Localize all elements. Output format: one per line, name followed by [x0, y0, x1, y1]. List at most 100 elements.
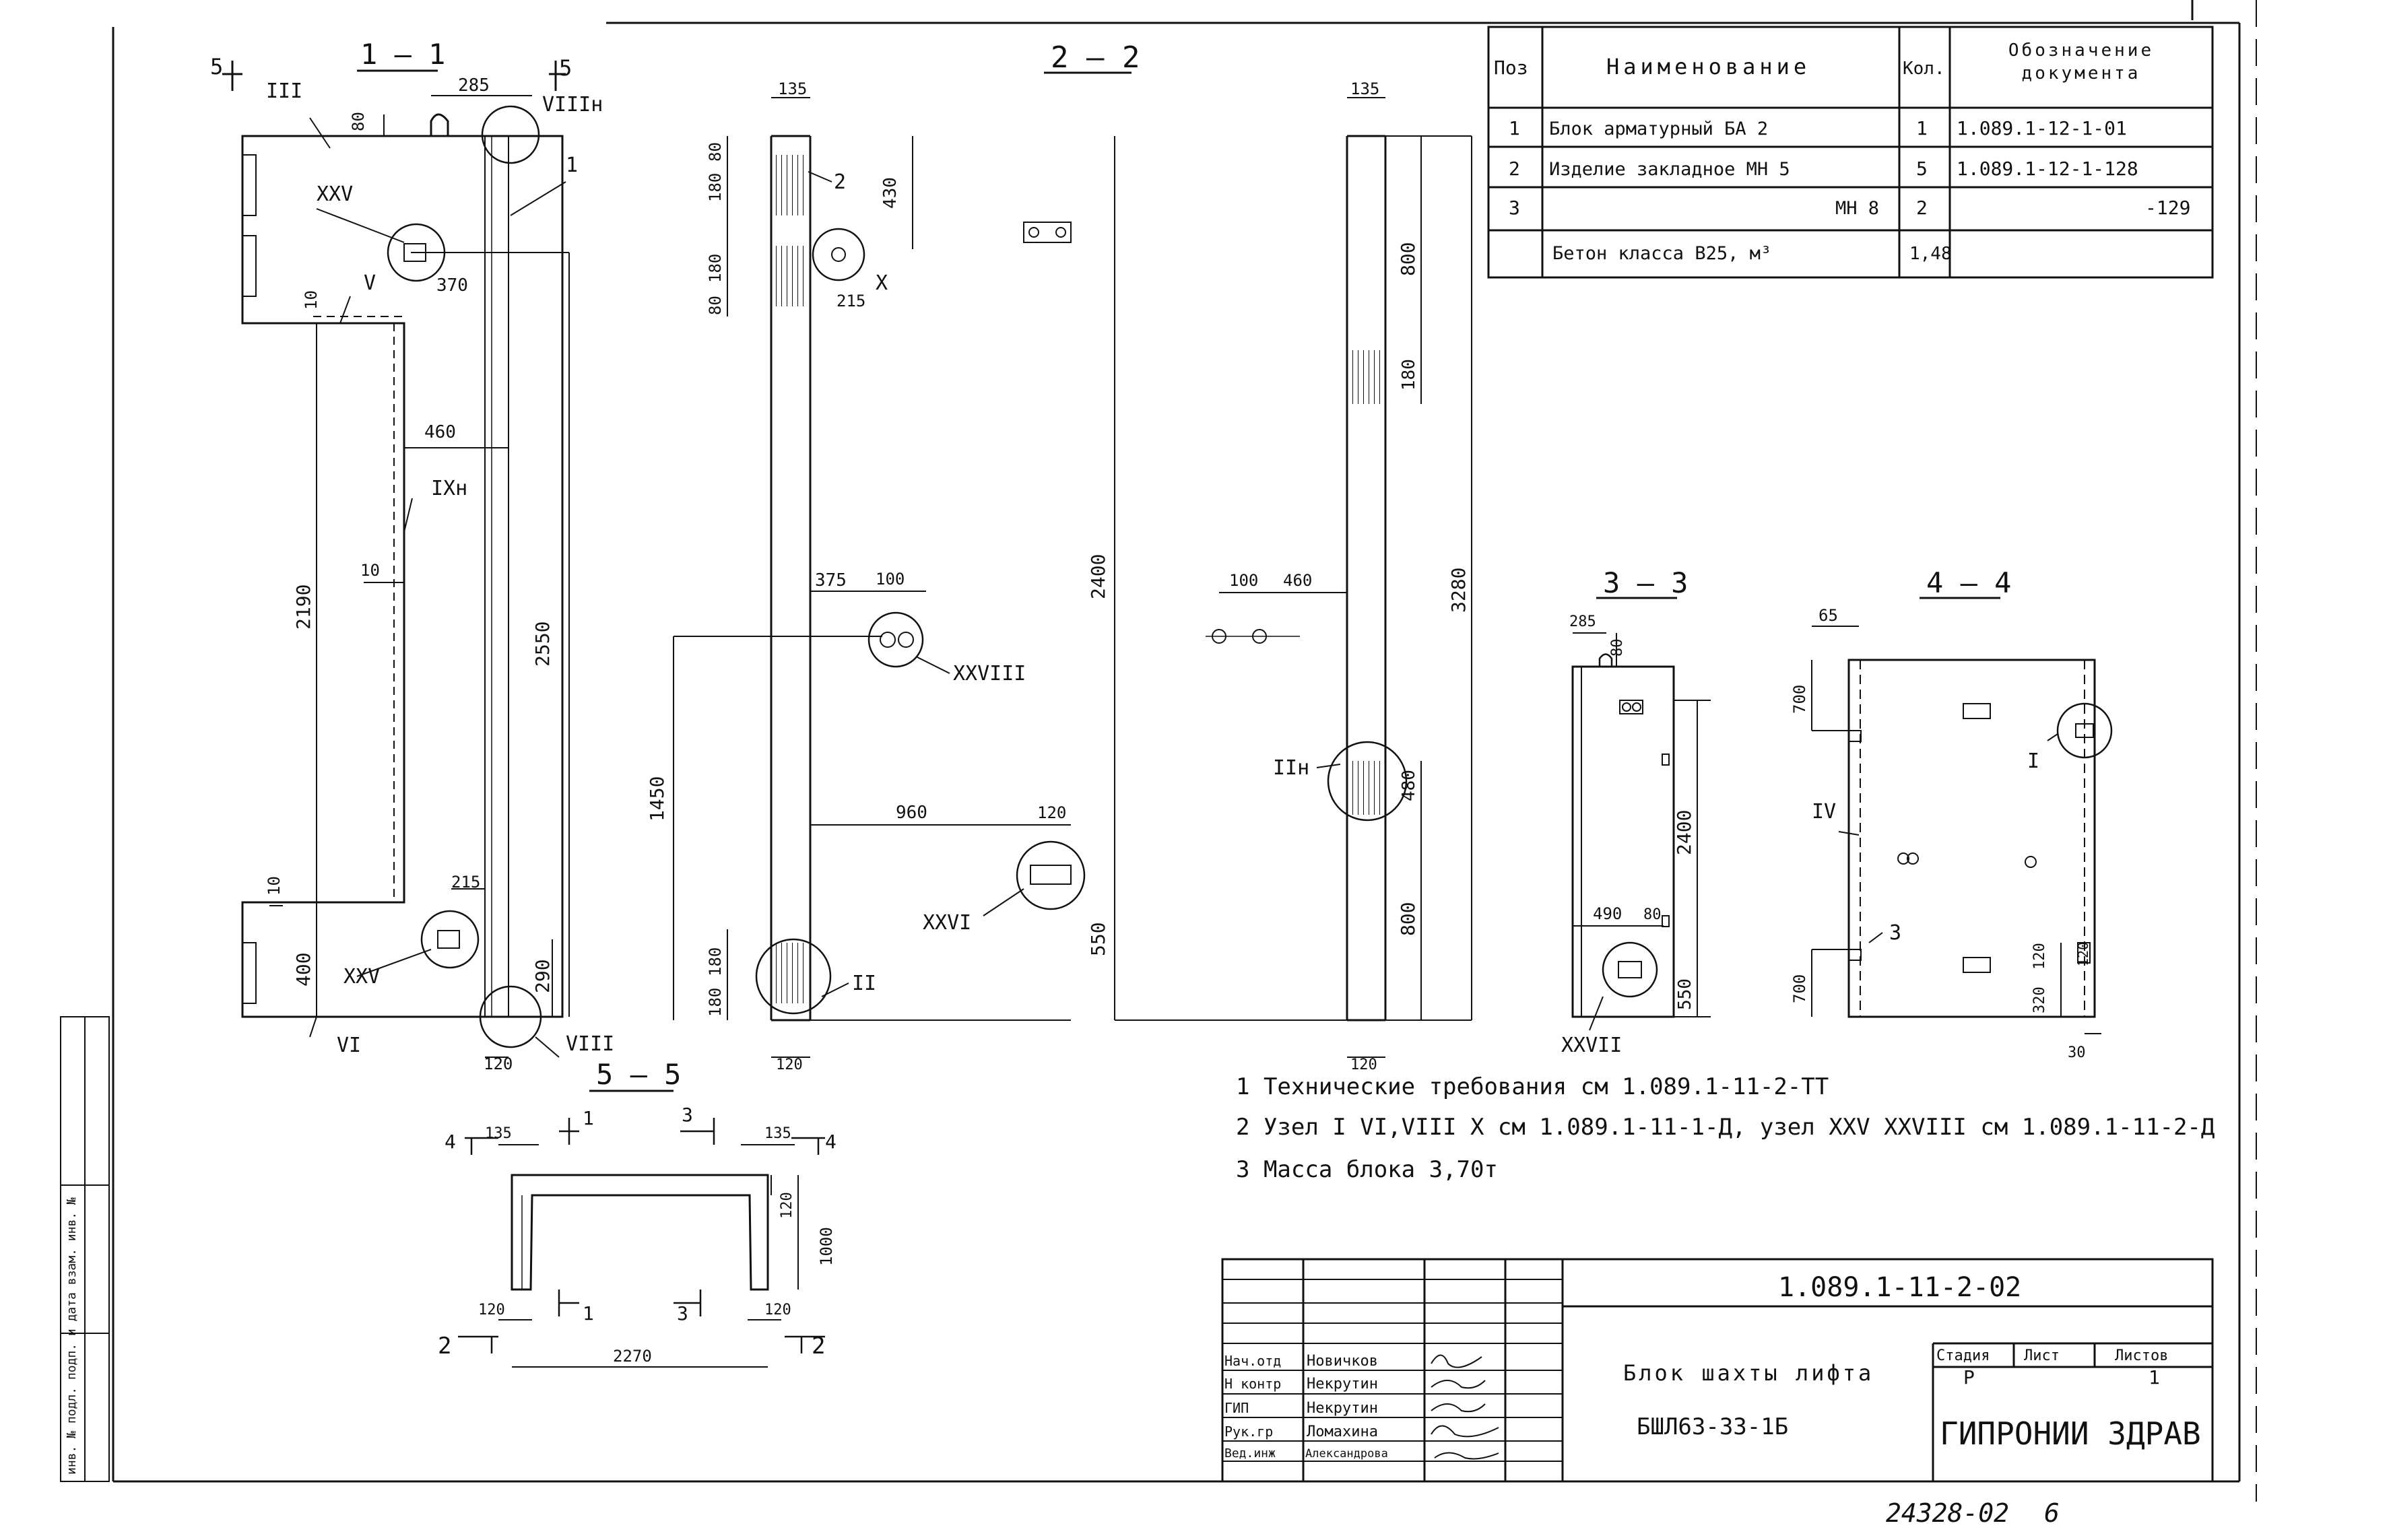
dim-215-a: 215: [451, 873, 480, 892]
dim-320: 320: [2031, 986, 2048, 1013]
name-4: Ломахина: [1307, 1424, 1378, 1440]
dim-120-b: 120: [1037, 803, 1066, 822]
dim-180-d: 180: [706, 988, 725, 1017]
dim-370: 370: [436, 275, 468, 296]
dim-2190: 2190: [292, 584, 315, 630]
cut-mark-3-top: 3: [682, 1104, 693, 1126]
dim-120-c: 120: [776, 1057, 803, 1073]
callout-XXVII: XXVII: [1561, 1034, 1622, 1057]
archive-number: 24328-02: [1886, 1498, 2009, 1528]
name-2: Некрутин: [1307, 1376, 1378, 1393]
dim-80-e: 80: [1643, 906, 1662, 923]
dim-285-b: 285: [1569, 613, 1596, 630]
callout-XXV: XXV: [317, 182, 353, 206]
role-5: Вед.инж: [1224, 1446, 1276, 1461]
dim-135-c: 135: [485, 1125, 512, 1142]
dim-400: 400: [292, 952, 315, 986]
dim-490: 490: [1593, 904, 1622, 923]
dim-430: 430: [880, 177, 900, 209]
side-stamp-text: инв. № подл. подп. и дата взам. инв. №: [65, 1197, 79, 1475]
dim-180-c: 180: [706, 947, 725, 976]
dim-550-a: 550: [1087, 922, 1109, 956]
spec-row3-name: МН 8: [1835, 198, 1879, 219]
dim-100-b: 100: [1229, 571, 1258, 590]
dim-2400-a: 2400: [1087, 554, 1109, 599]
section-title-2-2: 2 — 2: [1051, 40, 1140, 75]
dim-1450: 1450: [646, 776, 668, 822]
dim-700-a: 700: [1790, 685, 1809, 714]
dim-30: 30: [2068, 1044, 2086, 1061]
dim-120-g: 120: [779, 1192, 795, 1219]
cut-mark-5-left: 5: [210, 54, 223, 79]
dim-135-d: 135: [764, 1125, 791, 1142]
callout-VIIIn: VIIIн: [542, 93, 603, 116]
dim-10-a: 10: [302, 290, 321, 310]
dim-700-b: 700: [1790, 974, 1809, 1003]
spec-row4-qty: 1,48: [1909, 244, 1952, 264]
note-2: 2 Узел I VI,VIII X см 1.089.1-11-1-Д, уз…: [1236, 1114, 2215, 1141]
dim-460-a: 460: [424, 422, 456, 442]
callout-V: V: [364, 271, 376, 295]
cut-mark-2-left: 2: [438, 1333, 451, 1360]
title-line-2: БШЛ63-33-1Б: [1637, 1413, 1788, 1440]
dim-180-b: 180: [706, 254, 725, 283]
sheets-label: Листов: [2115, 1347, 2168, 1364]
cut-mark-3-bot: 3: [677, 1302, 688, 1325]
callout-I: I: [2027, 749, 2039, 773]
callout-X: X: [876, 271, 888, 295]
callout-XXVIII: XXVIII: [953, 662, 1026, 685]
pos-1: 1: [566, 154, 578, 177]
dim-80-a: 80: [349, 112, 368, 131]
section-4-4: 4 — 4 65 700 700 120 320 120: [1790, 566, 2113, 1061]
dim-100-a: 100: [876, 570, 905, 589]
spec-row3-doc: -129: [2145, 197, 2190, 219]
role-2: Н контр: [1224, 1376, 1281, 1392]
callout-IXn: IXн: [431, 477, 467, 500]
page-number: 6: [2044, 1498, 2060, 1528]
name-5: Александрова: [1305, 1447, 1388, 1461]
sheets-value: 1: [2149, 1366, 2160, 1388]
stage-value: Р: [1963, 1366, 1975, 1388]
spec-row4-name: Бетон класса В25, м³: [1552, 243, 1771, 264]
dim-10-b: 10: [360, 561, 380, 580]
section-3-3: 3 — 3 285 80 2400 490 80 550 XXVII: [1561, 566, 1711, 1057]
org-name: ГИПРОНИИ ЗДРАВ: [1940, 1415, 2201, 1452]
dim-180-a: 180: [706, 173, 725, 202]
dim-10-c: 10: [265, 876, 284, 896]
sheet-label: Лист: [2024, 1347, 2060, 1364]
dim-180-e: 180: [1399, 359, 1419, 391]
callout-IIn: IIн: [1273, 756, 1309, 780]
dim-1000: 1000: [817, 1227, 836, 1266]
dim-120-h: 120: [478, 1302, 505, 1318]
dim-800-b: 800: [1397, 902, 1419, 936]
spec-row1-doc: 1.089.1-12-1-01: [1957, 117, 2127, 139]
dim-285-a: 285: [458, 75, 490, 96]
dim-120-e: 120: [2031, 943, 2048, 970]
section-title-4-4: 4 — 4: [1926, 566, 2011, 599]
dim-65: 65: [1818, 606, 1838, 625]
cut-mark-1-top: 1: [583, 1107, 594, 1129]
dim-80-c: 80: [706, 296, 725, 315]
name-1: Новичков: [1307, 1353, 1378, 1370]
dim-375: 375: [815, 570, 847, 591]
callout-III: III: [266, 79, 302, 103]
pos-3: 3: [1889, 921, 1901, 945]
stage-label: Стадия: [1936, 1347, 1990, 1364]
role-1: Нач.отд: [1224, 1353, 1281, 1369]
dim-80-d: 80: [1609, 639, 1626, 657]
notes: 1 Технические требования см 1.089.1-11-2…: [1236, 1073, 2215, 1183]
dim-135-b: 135: [1350, 79, 1379, 98]
dim-80-b: 80: [706, 142, 725, 162]
dim-2550: 2550: [531, 622, 554, 667]
pos-2: 2: [834, 170, 846, 194]
callout-VI: VI: [337, 1034, 361, 1057]
callout-XXV-2: XXV: [343, 965, 380, 989]
dim-3280: 3280: [1447, 568, 1470, 613]
title-block: Нач.отд Н контр ГИП Рук.гр Вед.инж Нович…: [1221, 1258, 2214, 1483]
callout-XXVI: XXVI: [923, 911, 971, 935]
spec-row2-pos: 2: [1509, 158, 1520, 180]
spec-row1-name: Блок арматурный БА 2: [1549, 119, 1768, 139]
dim-120-a: 120: [484, 1054, 513, 1073]
dim-215-b: 215: [837, 292, 865, 310]
